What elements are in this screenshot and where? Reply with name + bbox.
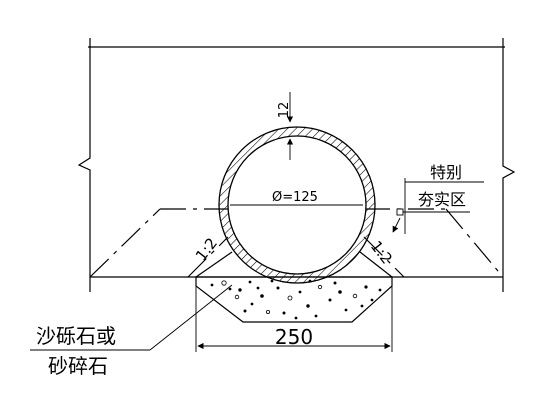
bedding-leader [149,284,233,351]
wall-thickness-dimension: 12 [277,92,294,160]
gravel-dot [360,304,364,308]
gravel-dot [248,280,252,284]
bedding-callout: 沙砾石或 砂碎石 [30,284,233,378]
gravel-dot [238,288,242,292]
gravel-dot [314,314,318,318]
special-zone-label-2: 夯实区 [418,190,466,209]
width-dimension: 250 [195,286,393,352]
slope-left-label: 1:2 [192,234,221,264]
bedding-outline [195,276,393,323]
left-bedding-slope [195,251,233,278]
gravel-dot [234,294,240,300]
bedding-label-2: 砂碎石 [48,354,108,378]
right-trench-wall [502,38,516,292]
gravel-dot [287,295,293,301]
gravel-dot [294,316,298,320]
wall-thickness-label: 12 [277,102,292,119]
gravel-dot [250,302,254,306]
gravel-dot [352,293,358,299]
diameter-dimension: Ø=125 [230,190,363,206]
gravel-dot [317,284,323,290]
slope-right-label: 1:2 [367,237,396,267]
gravel-dot [260,294,264,298]
gravel-dot [270,279,274,283]
right-inner-slope-dash [363,236,405,278]
gravel-dot [228,287,232,291]
right-slope-dash [445,208,504,278]
gravel-dot [364,285,368,289]
gravel-dot [344,308,348,312]
left-trench-wall [77,38,91,292]
gravel-dot [333,281,337,285]
gravel-dot [265,309,270,314]
gravel-dot [256,286,260,290]
gravel-dot [378,288,382,292]
right-bedding-slope [359,251,393,278]
special-zone-callout: 特别 夯实区 [392,163,484,234]
gravel-dot [328,298,332,302]
diameter-label: Ø=125 [272,190,318,205]
bedding-label-1: 沙砾石或 [36,324,116,348]
gravel-dots [210,279,382,320]
special-zone-label-1: 特别 [430,163,462,182]
zone-arrow [392,217,401,233]
gravel-dot [221,280,227,286]
backfill-lines [89,208,504,278]
gravel-dot [298,290,302,294]
gravel-dot [370,298,374,302]
gravel-dot [306,304,310,308]
gravel-dot [210,283,214,287]
left-inner-slope-dash [187,236,229,278]
gravel-dot [276,286,280,290]
zone-marker-square [396,208,404,216]
left-slope-dash [89,208,161,278]
gravel-dot [338,290,342,294]
width-label: 250 [275,325,313,349]
gravel-dot [282,311,286,315]
gravel-dot [243,309,247,313]
